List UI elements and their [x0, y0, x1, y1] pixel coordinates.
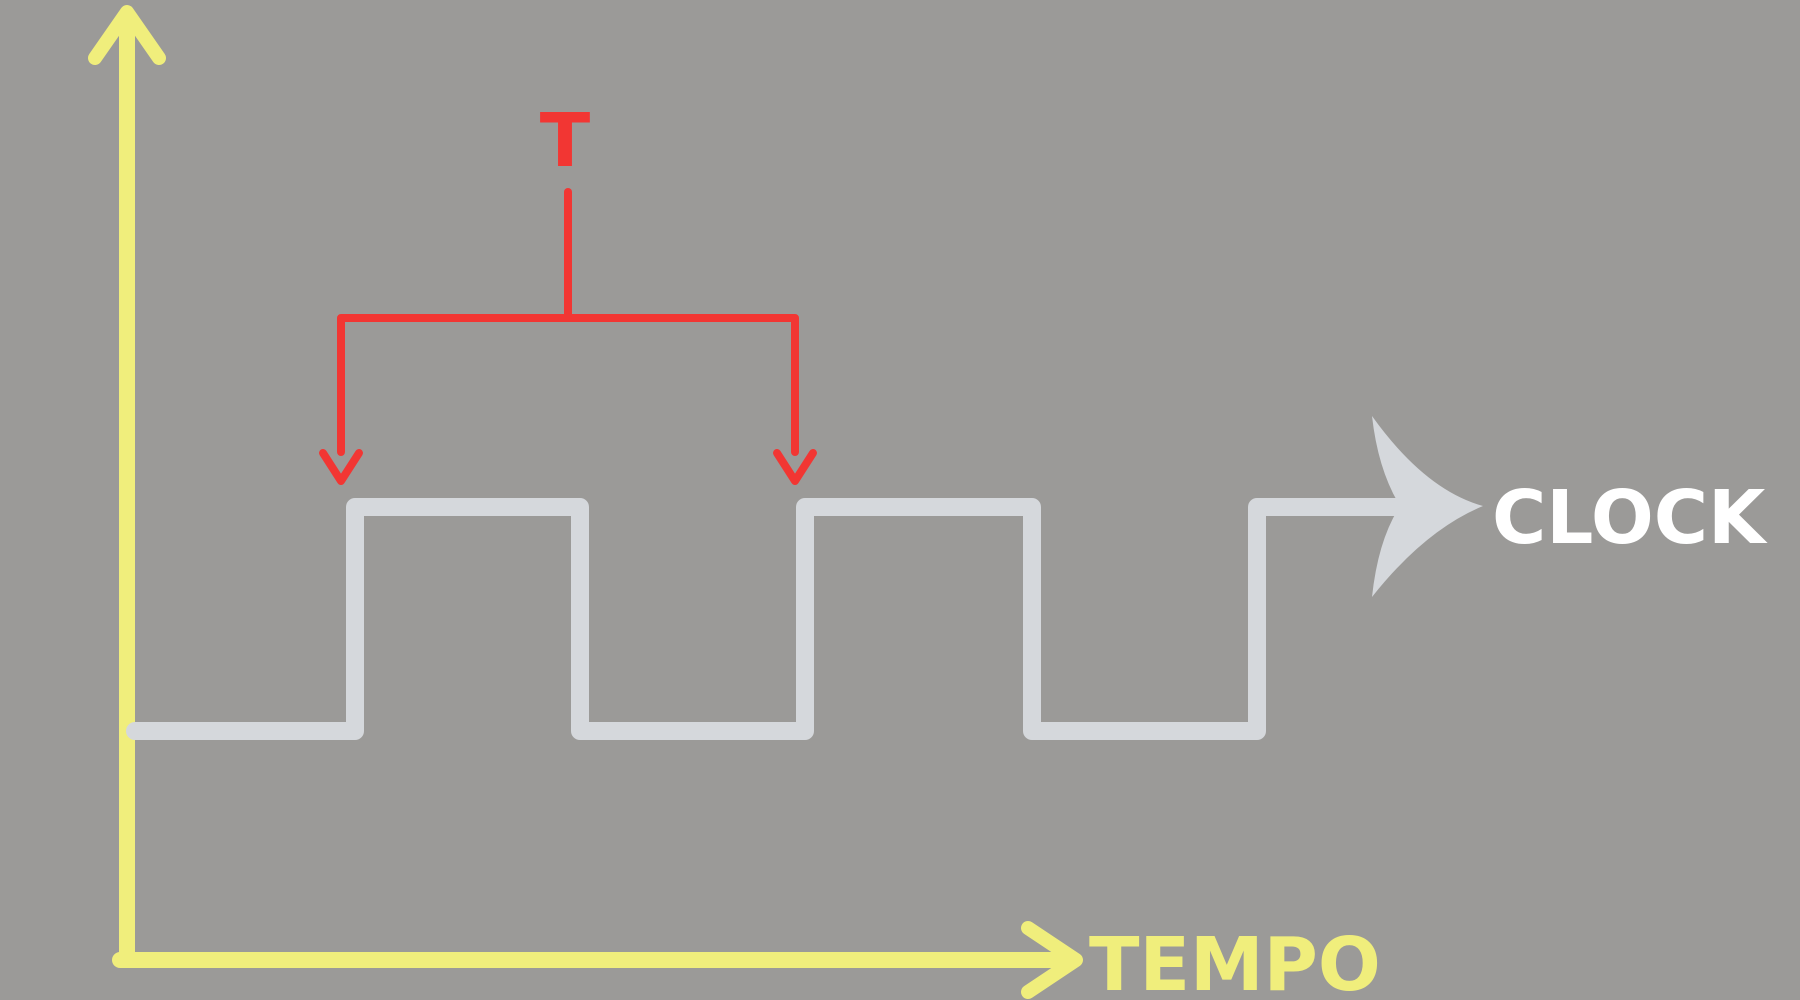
period-label: T	[540, 98, 591, 184]
x-axis	[112, 921, 1083, 999]
time-axis-label: TEMPO	[1089, 922, 1381, 1000]
x-axis-arrow-icon	[1021, 921, 1083, 999]
period-start-arrow-icon	[319, 449, 363, 485]
clock-waveform	[126, 416, 1483, 740]
y-axis-arrow-icon	[88, 5, 166, 65]
signal-label: CLOCK	[1492, 475, 1768, 561]
period-marker	[319, 188, 817, 485]
clock-arrow-icon	[1372, 416, 1483, 597]
period-end-arrow-icon	[773, 449, 817, 485]
y-axis	[88, 5, 166, 968]
